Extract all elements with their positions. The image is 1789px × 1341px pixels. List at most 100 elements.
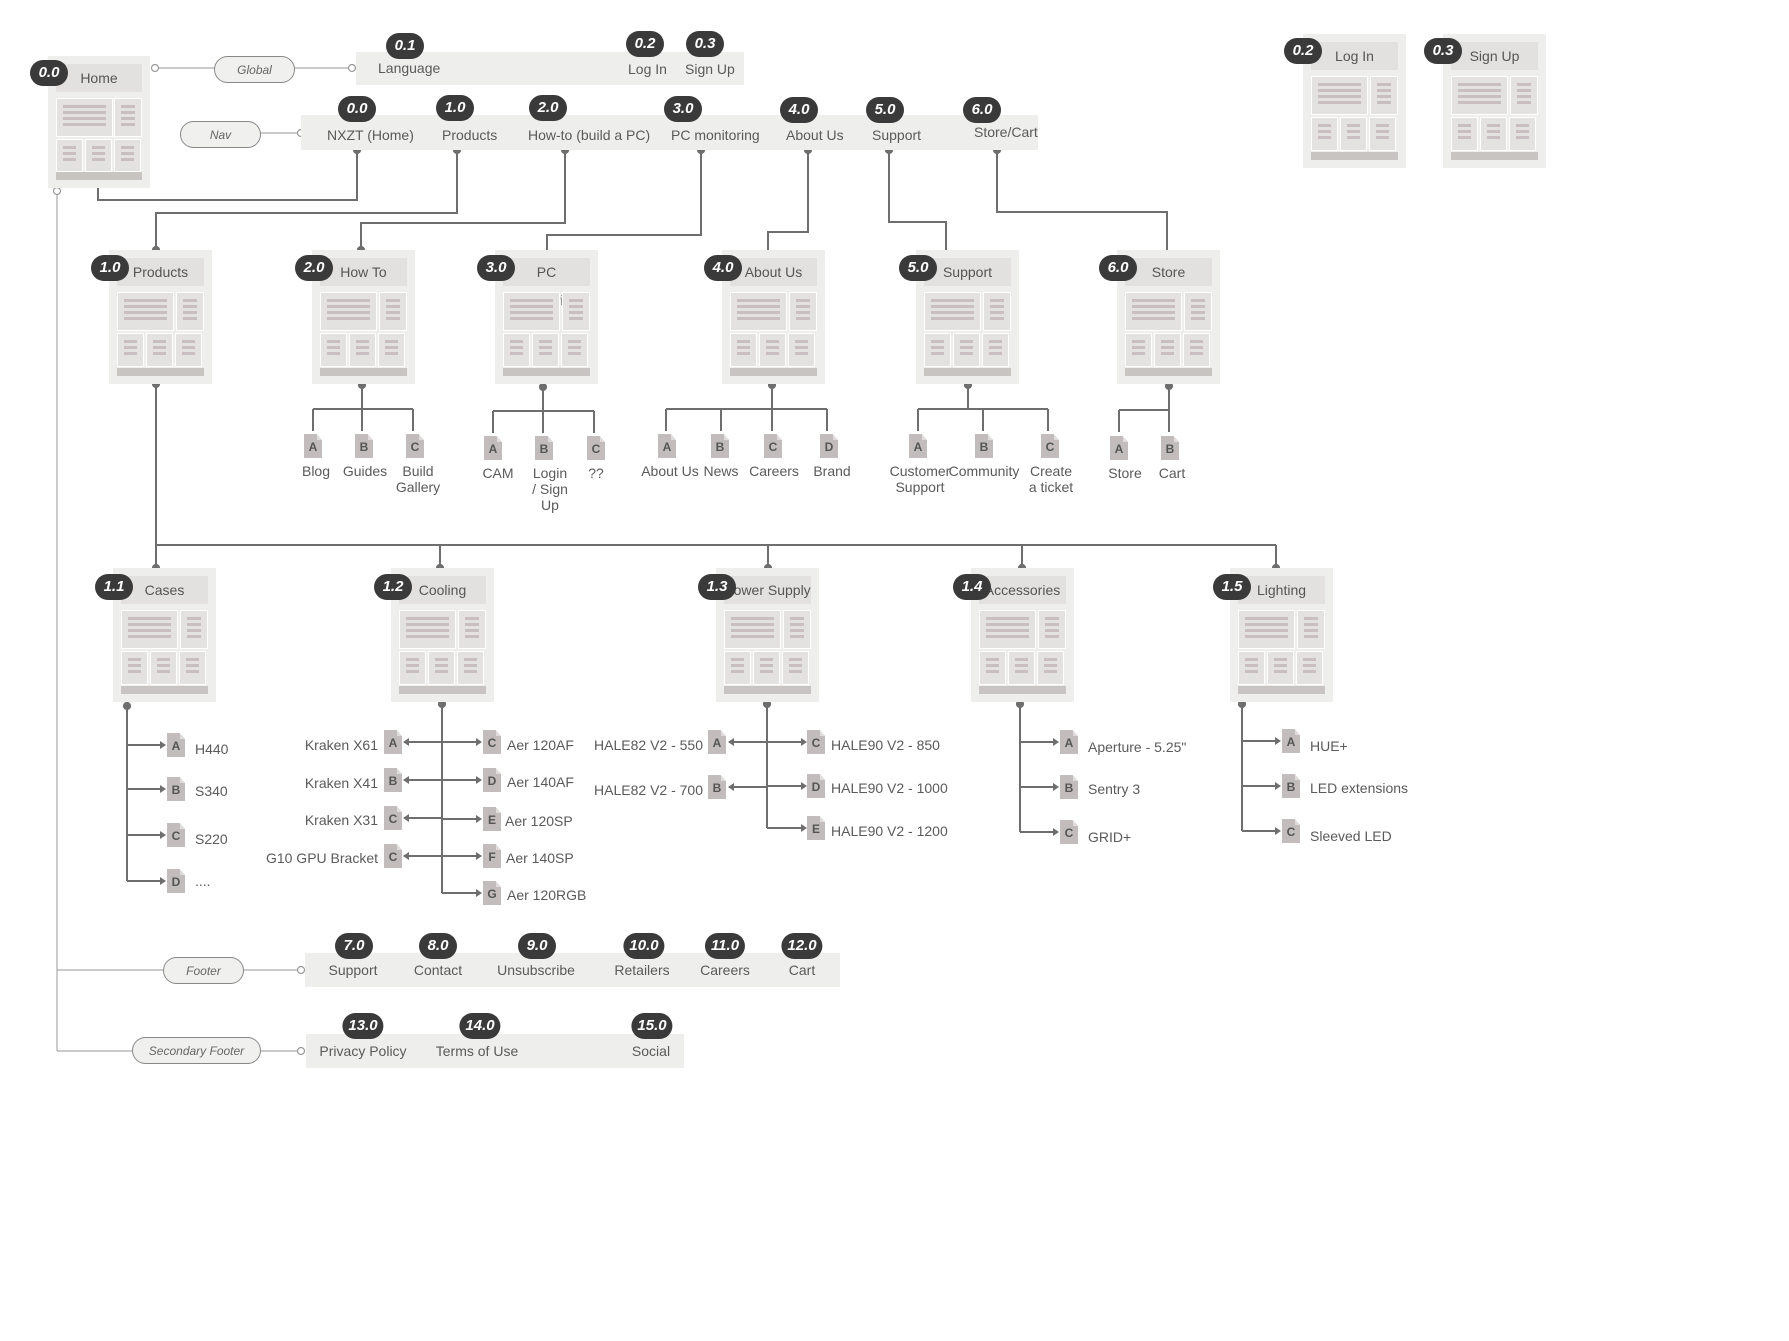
wireframe-line xyxy=(986,658,999,661)
wireframe-line xyxy=(386,305,400,308)
page-node-pc-monitoring: PC monitoring xyxy=(495,250,598,384)
wireframe-line xyxy=(183,317,197,320)
wireframe-line xyxy=(990,311,1004,314)
wireframe xyxy=(1311,76,1398,160)
wireframe-block xyxy=(1509,117,1536,151)
wireframe-line xyxy=(183,305,197,308)
wireframe-line xyxy=(989,352,1002,355)
page-node-title: Support xyxy=(924,258,1011,286)
child-label: ?? xyxy=(588,465,604,481)
arrowhead xyxy=(160,877,166,885)
wireframe-line xyxy=(128,617,171,620)
wireframe-line xyxy=(327,317,370,320)
page-node-title: Cooling xyxy=(399,576,486,604)
doc-icon: D xyxy=(483,768,501,792)
wireframe-block xyxy=(924,292,981,331)
wireframe-line xyxy=(1245,623,1288,626)
global-sign-up-label: Sign Up xyxy=(685,61,735,77)
wireframe-line xyxy=(464,664,477,667)
wireframe-line xyxy=(766,340,779,343)
wireframe-line xyxy=(737,305,780,308)
secondary-footer-bar xyxy=(306,1034,684,1068)
badge-nav-support: 5.0 xyxy=(866,97,904,123)
wireframe-line xyxy=(124,352,137,355)
wireframe-line xyxy=(1245,664,1258,667)
wireframe-line xyxy=(986,635,1029,638)
wireframe-line xyxy=(986,670,999,673)
wireframe-footer xyxy=(1125,368,1212,376)
wireframe-block xyxy=(121,651,148,685)
badge-nav-pc-monitoring: 3.0 xyxy=(664,96,702,122)
wireframe-line xyxy=(931,299,974,302)
wireframe-line xyxy=(737,352,750,355)
badge-footer-unsubscribe: 9.0 xyxy=(518,933,556,959)
wireframe-line xyxy=(153,346,166,349)
wireframe-block xyxy=(1125,333,1152,367)
footer-retailers-label: Retailers xyxy=(614,962,670,978)
global-language-label: Language xyxy=(378,60,441,76)
wireframe-line xyxy=(1304,617,1318,620)
badge-nav-store: 6.0 xyxy=(963,97,1001,123)
wireframe-line xyxy=(1487,136,1500,139)
wireframe-line xyxy=(92,152,105,155)
wireframe-line xyxy=(986,617,1029,620)
wireframe-block xyxy=(782,651,809,685)
arrowhead xyxy=(801,824,807,832)
arrowhead xyxy=(1275,827,1281,835)
badge-nav-about-us: 4.0 xyxy=(780,97,818,123)
wireframe-line xyxy=(1044,664,1057,667)
wireframe-line xyxy=(63,111,106,114)
wireframe-line xyxy=(465,635,479,638)
wireframe-line xyxy=(789,658,802,661)
page-node-title: Log In xyxy=(1311,42,1398,70)
wireframe-line xyxy=(960,340,973,343)
wireframe-line xyxy=(789,664,802,667)
wireframe-line xyxy=(568,346,581,349)
badge-nav-home: 0.0 xyxy=(338,96,376,122)
badge-pc-monitoring: 3.0 xyxy=(477,255,515,281)
page-node-title: About Us xyxy=(730,258,817,286)
wireframe-block xyxy=(789,292,817,331)
badge-log-in: 0.2 xyxy=(626,31,664,57)
wireframe-line xyxy=(790,617,804,620)
doc-icon: B xyxy=(384,768,402,792)
wireframe-block xyxy=(759,333,786,367)
doc-icon: C xyxy=(1282,819,1300,843)
wireframe-block xyxy=(114,98,142,137)
doc-icon: D xyxy=(807,774,825,798)
wireframe-line xyxy=(327,340,340,343)
wireframe-block xyxy=(458,610,486,649)
badge-social: 15.0 xyxy=(631,1013,673,1039)
item-label: HUE+ xyxy=(1310,738,1348,754)
child-label: Cart xyxy=(1158,465,1186,481)
connector-dot xyxy=(296,1046,306,1056)
badge-how-to: 2.0 xyxy=(295,255,333,281)
arrowhead xyxy=(728,738,734,746)
item-label: S340 xyxy=(195,783,228,799)
badge-sign-up: 0.3 xyxy=(686,31,724,57)
wireframe-line xyxy=(569,299,583,302)
wireframe-line xyxy=(121,152,134,155)
global-log-in-label: Log In xyxy=(628,61,667,77)
wireframe-line xyxy=(186,664,199,667)
badge-cooling: 1.2 xyxy=(374,574,412,600)
wireframe-block xyxy=(175,333,202,367)
doc-icon: B xyxy=(1060,775,1078,799)
page-node-log-in: Log In xyxy=(1303,34,1406,168)
wireframe-line xyxy=(182,340,195,343)
wireframe-block xyxy=(399,651,426,685)
wireframe-line xyxy=(183,299,197,302)
howto-connector xyxy=(360,150,566,250)
wireframe-line xyxy=(1516,130,1529,133)
arrowhead xyxy=(801,782,807,790)
wireframe-line xyxy=(1132,317,1175,320)
wireframe xyxy=(117,292,204,376)
doc-icon: B xyxy=(975,434,993,458)
page-node-title: Products xyxy=(117,258,204,286)
arrowhead xyxy=(476,738,482,746)
wireframe-line xyxy=(121,111,135,114)
doc-icon: A xyxy=(708,730,726,754)
wireframe-line xyxy=(766,352,779,355)
arrowhead xyxy=(403,852,409,860)
wireframe-line xyxy=(731,617,774,620)
